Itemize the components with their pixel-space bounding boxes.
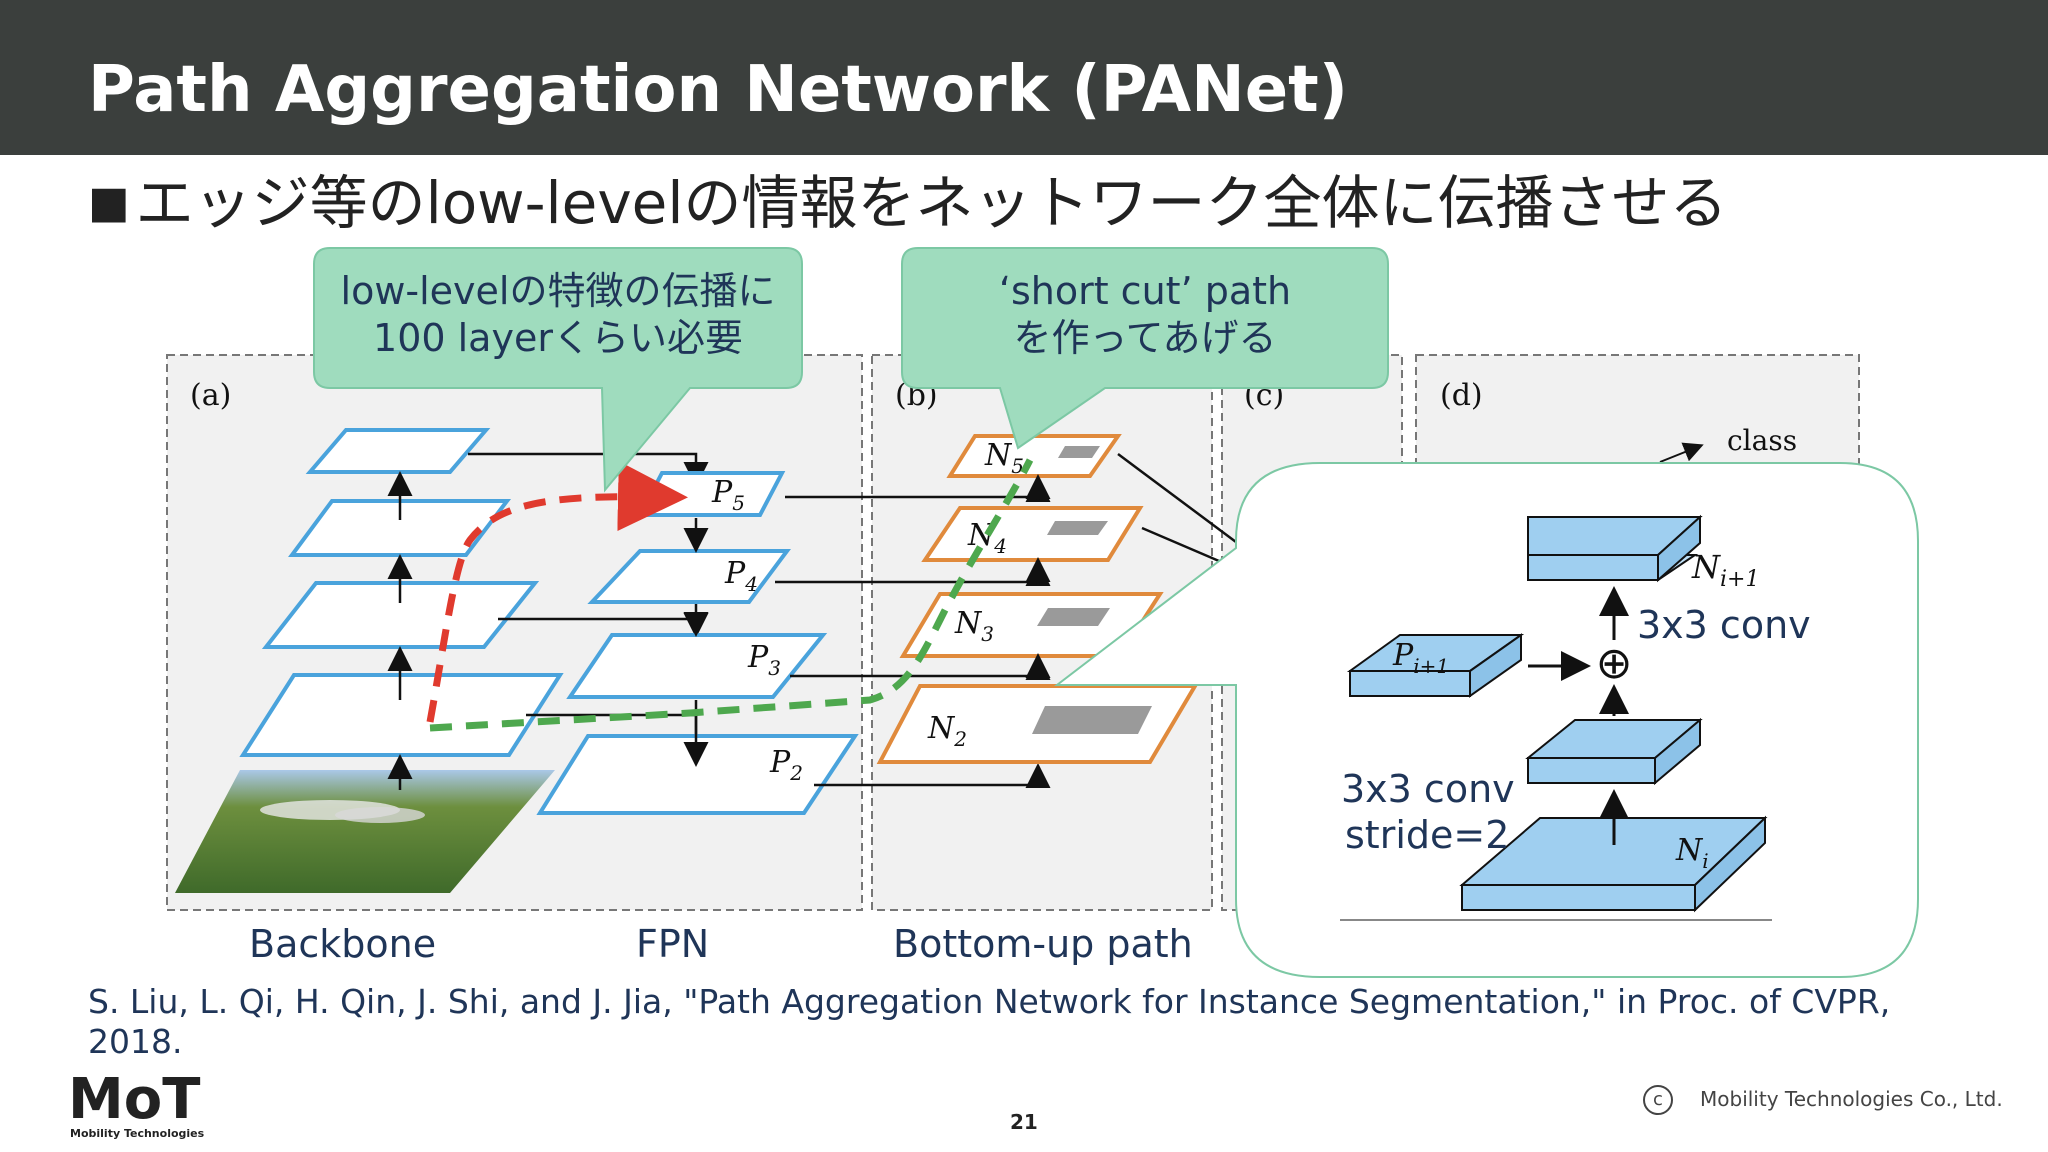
fpn-p2 (536, 734, 859, 815)
fpn-sub-p2: 2 (789, 761, 803, 785)
panel-a-label: (a) (190, 378, 231, 413)
zoom-bubble: Ni+1 3x3 conv ⊕ Pi+1 Ni 3x3 conv (1054, 462, 1919, 978)
fpn-label-p3: P (747, 640, 769, 675)
fpn-p5 (636, 471, 786, 517)
label-bottom-up: Bottom-up path (893, 922, 1193, 966)
logo-subtitle: Mobility Technologies (70, 1127, 205, 1140)
svg-text:P4: P4 (724, 556, 758, 596)
callout-left-line1: low-levelの特徴の伝播に (341, 269, 776, 313)
bu-n4 (921, 506, 1144, 562)
label-backbone: Backbone (249, 922, 437, 966)
callout-left: low-levelの特徴の伝播に 100 layerくらい必要 (313, 247, 803, 493)
fpn-sub-p4: 4 (744, 572, 758, 596)
zoom-left-label: P (1392, 638, 1414, 673)
fpn-p4 (587, 549, 791, 604)
callout-left-line2: 100 layerくらい必要 (373, 316, 743, 360)
bu-sub-n4: 4 (993, 534, 1007, 558)
zoom-left-sub: i+1 (1413, 654, 1449, 678)
citation: S. Liu, L. Qi, H. Qin, J. Shi, and J. Ji… (88, 982, 1891, 1061)
block-n-i-plus-1 (1527, 514, 1703, 583)
title-bar (0, 0, 2048, 155)
fpn-p3 (566, 633, 828, 699)
fpn-labels: P5 P4 P3 P2 (711, 475, 803, 785)
input-image (175, 770, 555, 893)
green-shortcut-path (429, 458, 1034, 732)
plus-icon: ⊕ (1596, 638, 1633, 689)
svg-text:N5: N5 (984, 438, 1024, 478)
bu-sub-n2: 2 (953, 727, 967, 751)
block-middle (1525, 717, 1703, 786)
label-fpn: FPN (636, 922, 710, 966)
block-n-i (1459, 815, 1768, 913)
svg-text:Ni: Ni (1675, 833, 1709, 873)
page-number: 21 (1010, 1110, 1038, 1134)
zoom-bottom-label: N (1675, 833, 1704, 868)
mot-logo: MoT (68, 1067, 200, 1132)
backbone-layers (239, 428, 564, 757)
svg-text:N3: N3 (954, 606, 994, 646)
slide-title: Path Aggregation Network (PANet) (88, 53, 1348, 127)
svg-text:P3: P3 (747, 640, 781, 680)
company-name: Mobility Technologies Co., Ltd. (1700, 1087, 2003, 1111)
bu-sub-n5: 5 (1011, 454, 1024, 478)
bu-sub-n3: 3 (981, 622, 994, 646)
class-label: class (1727, 424, 1797, 457)
callout-right-line1: ‘short cut’ path (999, 269, 1291, 313)
bu-label-n3: N (954, 606, 983, 641)
panel-d-label: (d) (1440, 378, 1483, 413)
zoom-conv-top: 3x3 conv (1637, 603, 1811, 647)
fpn-label-p4: P (724, 556, 746, 591)
copyright-icon: c (1643, 1085, 1673, 1115)
zoom-bottom-sub: i (1702, 849, 1708, 873)
fpn-sub-p5: 5 (732, 491, 745, 515)
bu-label-n2: N (927, 711, 956, 746)
fpn-layers (536, 471, 859, 815)
svg-text:Ni+1: Ni+1 (1691, 548, 1759, 592)
logo-text: MoT (68, 1067, 200, 1132)
svg-text:P2: P2 (769, 745, 803, 785)
bu-label-n5: N (984, 438, 1013, 473)
fpn-label-p5: P (711, 475, 733, 510)
fpn-label-p2: P (769, 745, 791, 780)
bottom-up-rois (1032, 446, 1152, 734)
red-long-path (426, 461, 688, 723)
zoom-conv-bottom-2: stride=2 (1345, 813, 1509, 857)
callout-right: ‘short cut’ path を作ってあげる (901, 247, 1389, 450)
svg-text:Pi+1: Pi+1 (1392, 638, 1449, 678)
bullet-point: ■エッジ等のlow-levelの情報をネットワーク全体に伝播させる (88, 169, 1728, 237)
zoom-conv-bottom-1: 3x3 conv (1341, 767, 1515, 811)
svg-text:P5: P5 (711, 475, 745, 515)
svg-text:N2: N2 (927, 711, 967, 751)
zoom-top-label: N (1691, 548, 1721, 586)
callout-right-line2: を作ってあげる (1014, 316, 1277, 360)
block-p-i-plus-1 (1346, 633, 1525, 698)
zoom-top-sub: i+1 (1720, 567, 1759, 592)
bullet-text: エッジ等のlow-levelの情報をネットワーク全体に伝播させる (135, 169, 1728, 237)
bullet-square-icon: ■ (88, 177, 130, 228)
fpn-sub-p3: 3 (768, 656, 781, 680)
